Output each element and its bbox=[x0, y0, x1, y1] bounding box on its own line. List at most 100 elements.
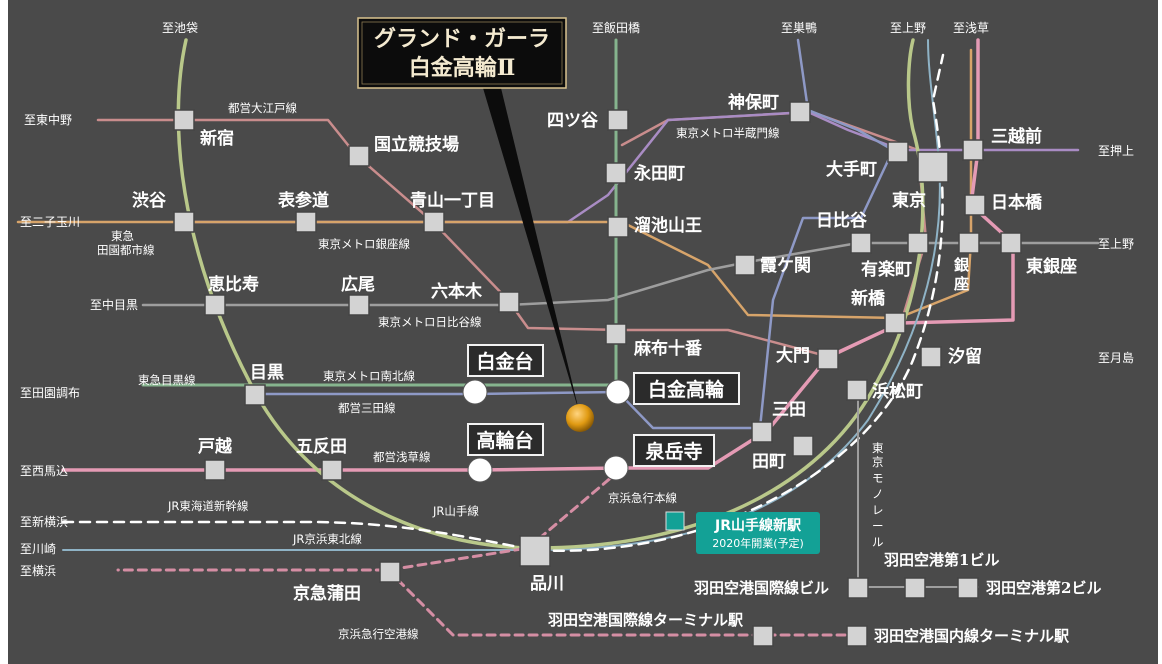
station-markers bbox=[173, 101, 1022, 647]
dest-nakameguro: 至中目黒 bbox=[90, 297, 138, 312]
new-station-name: JR山手線新駅 bbox=[714, 517, 802, 534]
box-shirokanetakanawa bbox=[633, 372, 740, 405]
label-meguro: 目黒 bbox=[250, 363, 284, 383]
dest-denenchofu: 至田園調布 bbox=[20, 386, 80, 400]
station-marker-haneda-dom-terminal bbox=[846, 625, 868, 647]
station-marker-keikyukamata bbox=[379, 561, 401, 583]
line-label-monorail: 東 京 モ ノ レ ー ル bbox=[872, 441, 884, 549]
station-marker-azabu bbox=[605, 323, 627, 345]
boxed-station-labels: 白金台 白金高輪 高輪台 泉岳寺 bbox=[467, 344, 740, 467]
station-circle-takanawadai bbox=[467, 457, 493, 483]
svg-text:東: 東 bbox=[872, 441, 884, 455]
svg-text:モ: モ bbox=[872, 471, 884, 485]
station-circle-sengakuji bbox=[603, 455, 629, 481]
station-marker-mitsukoshimae bbox=[962, 139, 984, 161]
station-marker-haneda-intl-terminal bbox=[752, 625, 774, 647]
svg-text:ル: ル bbox=[872, 535, 884, 549]
label-mita: 三田 bbox=[772, 400, 806, 420]
dest-kawasaki: 至川崎 bbox=[20, 542, 56, 556]
dest-ueno: 至上野 bbox=[890, 21, 926, 35]
label-hamamatsucho: 浜松町 bbox=[872, 381, 923, 402]
svg-text:座: 座 bbox=[953, 275, 969, 293]
line-labels: 都営大江戸線 東京メトロ半蔵門線 東急 田園都市線 東京メトロ銀座線 東京メトロ… bbox=[97, 101, 884, 641]
label-tamachi: 田町 bbox=[752, 452, 786, 472]
title-line2: 白金高輪Ⅱ bbox=[409, 55, 516, 81]
svg-text:ー: ー bbox=[872, 519, 884, 533]
station-marker-otemachi bbox=[887, 141, 909, 163]
label-haneda-t2: 羽田空港第2ビル bbox=[986, 579, 1101, 597]
property-title-box: グランド・ガーラ 白金高輪Ⅱ bbox=[357, 17, 567, 89]
label-shimbashi: 新橋 bbox=[851, 288, 886, 309]
station-marker-shinagawa bbox=[519, 535, 551, 567]
label-tameike: 溜池山王 bbox=[634, 215, 702, 236]
dest-oshiage: 至押上 bbox=[1098, 144, 1134, 158]
label-shiodome: 汐留 bbox=[948, 346, 982, 367]
label-haneda-t1: 羽田空港第1ビル bbox=[884, 551, 999, 569]
new-station-box bbox=[696, 512, 820, 554]
label-gotanda: 五反田 bbox=[296, 437, 347, 457]
line-label-oedo: 都営大江戸線 bbox=[228, 101, 297, 115]
svg-text:銀: 銀 bbox=[954, 256, 969, 274]
station-marker-haneda-t1 bbox=[904, 577, 926, 599]
label-otemachi: 大手町 bbox=[826, 159, 877, 180]
station-marker-gotanda bbox=[321, 459, 343, 481]
station-marker-shinjuku bbox=[173, 109, 195, 131]
route-map-svg: グランド・ガーラ 白金高輪Ⅱ 至池袋 至飯田橋 至巣鴨 至上野 至浅草 至東中野… bbox=[8, 0, 1158, 664]
label-shirokanetakanawa: 白金高輪 bbox=[648, 378, 725, 401]
label-shirokanedai: 白金台 bbox=[476, 350, 533, 373]
line-label-ginza: 東京メトロ銀座線 bbox=[318, 237, 410, 251]
station-marker-mita bbox=[751, 421, 773, 443]
new-station-note: 2020年開業(予定) bbox=[712, 536, 804, 550]
label-nagatacho: 永田町 bbox=[633, 163, 685, 184]
box-shirokanedai bbox=[467, 344, 544, 377]
box-sengakuji bbox=[633, 434, 715, 467]
station-marker-kokuritsu bbox=[348, 145, 370, 167]
station-marker-ginza bbox=[958, 232, 980, 254]
label-kokuritsu: 国立競技場 bbox=[374, 134, 459, 155]
line-label-toyoko1: 東急 bbox=[111, 229, 134, 243]
mita-line bbox=[254, 38, 895, 430]
station-marker-kasumigaseki bbox=[734, 254, 756, 276]
dest-higashinakano: 至東中野 bbox=[24, 112, 72, 127]
line-label-toyoko2: 田園都市線 bbox=[97, 243, 155, 257]
station-marker-jimbocho bbox=[789, 101, 811, 123]
line-label-keikyu-airport: 京浜急行空港線 bbox=[338, 627, 419, 641]
svg-text:ノ: ノ bbox=[872, 487, 884, 501]
label-omotesando: 表参道 bbox=[278, 190, 329, 211]
station-marker-omotesando bbox=[295, 211, 317, 233]
station-marker-tamachi bbox=[792, 435, 814, 457]
station-marker-tameike bbox=[607, 216, 629, 238]
keikyu-line bbox=[116, 468, 860, 637]
station-marker-higashiginza bbox=[1000, 232, 1022, 254]
station-marker-yotsuya bbox=[607, 109, 629, 131]
station-marker-tokyo bbox=[917, 151, 949, 183]
label-haneda-intl: 羽田空港国際線ビル bbox=[694, 579, 829, 597]
label-shinagawa: 品川 bbox=[530, 574, 564, 594]
ginza-line bbox=[16, 48, 973, 320]
svg-text:京: 京 bbox=[872, 455, 884, 469]
title-line1: グランド・ガーラ bbox=[374, 26, 550, 52]
label-togoshi: 戸越 bbox=[198, 436, 233, 457]
dest-iidabashi: 至飯田橋 bbox=[592, 20, 640, 35]
label-shibuya: 渋谷 bbox=[132, 190, 167, 211]
label-yurakucho: 有楽町 bbox=[861, 259, 912, 280]
dest-yokohama: 至横浜 bbox=[20, 564, 56, 578]
label-daimon: 大門 bbox=[776, 345, 810, 366]
station-marker-hamamatsucho bbox=[846, 379, 868, 401]
map-background bbox=[8, 0, 1158, 664]
dest-futakotamagawa: 至二子玉川 bbox=[20, 215, 80, 229]
line-label-asakusa: 都営浅草線 bbox=[373, 450, 431, 464]
station-marker-ebisu bbox=[204, 294, 226, 316]
label-roppongi: 六本木 bbox=[431, 281, 483, 302]
station-marker-haneda-intl bbox=[847, 577, 869, 599]
oedo-line bbox=[96, 110, 928, 359]
station-marker-nihombashi bbox=[964, 194, 986, 216]
label-yotsuya: 四ツ谷 bbox=[547, 111, 599, 131]
station-marker-haneda-t2 bbox=[957, 577, 979, 599]
station-marker-aoyama bbox=[423, 211, 445, 233]
label-keikyukamata: 京急蒲田 bbox=[293, 583, 361, 604]
label-kasumigaseki: 霞ケ関 bbox=[760, 256, 811, 276]
label-shinjuku: 新宿 bbox=[200, 128, 234, 149]
dest-tsukishima: 至月島 bbox=[1098, 350, 1134, 365]
